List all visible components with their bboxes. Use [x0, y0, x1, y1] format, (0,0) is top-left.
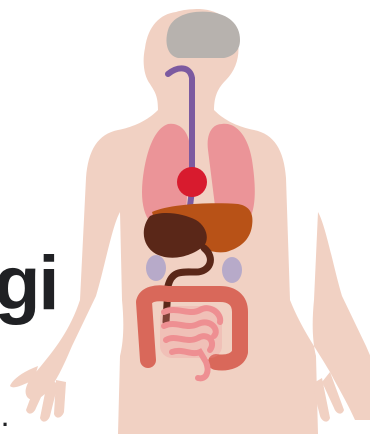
cropped-text-fragment: .: [2, 408, 8, 430]
cropped-heading-text: gi: [0, 246, 58, 322]
right-kidney: [222, 257, 242, 283]
brain-organ: [166, 12, 240, 58]
left-kidney: [146, 255, 166, 281]
heart-organ: [177, 167, 207, 197]
small-intestine-fill: [160, 306, 222, 358]
